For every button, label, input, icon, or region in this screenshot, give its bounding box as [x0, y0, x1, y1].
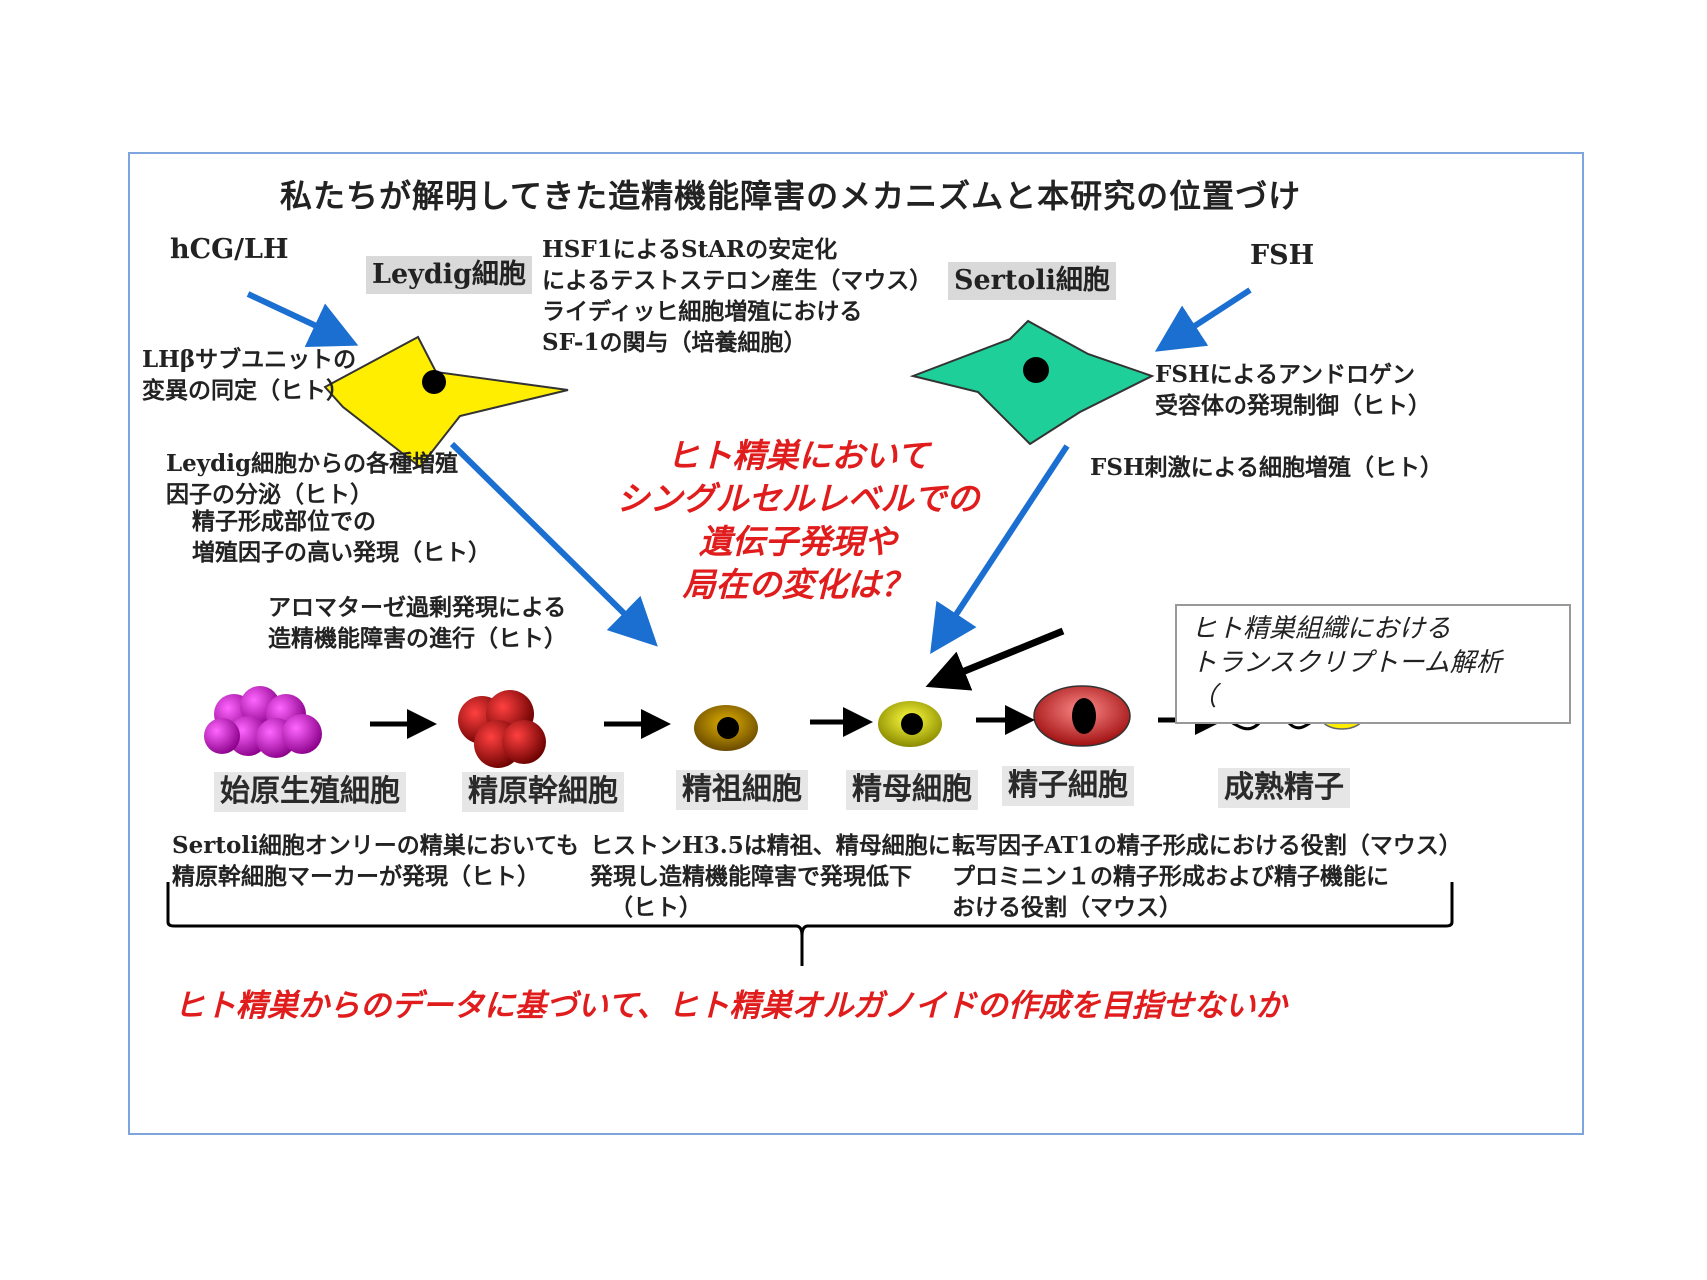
spermatocyte-icon	[878, 701, 942, 747]
leydig-to-germline-arrow	[449, 441, 658, 647]
leydig-cell-icon	[323, 335, 569, 469]
sertoli-cell-label: Sertoli細胞	[948, 262, 1116, 300]
stage-label-ssc: 精原幹細胞	[462, 772, 624, 812]
page-title: 私たちが解明してきた造精機能障害のメカニズムと本研究の位置づけ	[280, 177, 1302, 215]
hcg-lh-label: hCG/LH	[170, 234, 289, 265]
research-question: ヒト精巣においてシングルセルレベルでの 遺伝子発現や局在の変化は？	[616, 436, 980, 604]
leydig-cell-label: Leydig細胞	[366, 256, 532, 294]
stage-label-spermatogonium: 精祖細胞	[676, 770, 808, 810]
stage-label-spermatid: 精子細胞	[1002, 766, 1134, 806]
diagram-panel: 私たちが解明してきた造精機能障害のメカニズムと本研究の位置づけ hCG/LH F…	[128, 152, 1584, 1135]
growth-factor-note: 精子形成部位での増殖因子の高い発現（ヒト）	[192, 508, 491, 566]
transcriptome-arrow	[925, 627, 1065, 691]
leydig-factors-note: Leydig細胞からの各種増殖因子の分泌（ヒト）	[166, 450, 459, 508]
primordial-germ-cell-icon	[204, 686, 322, 758]
histone-note: ヒストンH3.5は精祖、精母細胞に発現し造精機能障害で発現低下 （ヒト）	[590, 832, 951, 921]
spermatogonium-icon	[694, 705, 758, 751]
fsh-label: FSH	[1250, 240, 1315, 271]
fsh-arrow	[1154, 287, 1252, 352]
spermatid-icon	[1033, 685, 1131, 747]
diagram-graphics	[166, 287, 1454, 966]
hcg-arrow	[246, 291, 359, 348]
hsf1-note: HSF1によるStARの安定化によるテストステロン産生（マウス） ライディッヒ細…	[542, 236, 933, 356]
stage-label-spermatocyte: 精母細胞	[846, 770, 978, 810]
transcriptome-box: ヒト精巣組織における トランスクリプトーム解析 （	[1175, 604, 1571, 724]
stage-label-mature-sperm: 成熟精子	[1218, 768, 1350, 808]
conclusion: ヒト精巣からのデータに基づいて、ヒト精巣オルガノイドの作成を目指せないか	[174, 988, 1287, 1024]
fsh-proliferation-note: FSH刺激による細胞増殖（ヒト）	[1090, 454, 1443, 481]
sertoli-only-note: Sertoli細胞オンリーの精巣においても精原幹細胞マーカーが発現（ヒト）	[172, 832, 579, 890]
stage-arrows	[370, 705, 1225, 739]
at1-prominin-note: 転写因子AT1の精子形成における役割（マウス）プロミニン１の精子形成および精子機…	[952, 832, 1462, 921]
fsh-ar-note: FSHによるアンドロゲン受容体の発現制御（ヒト）	[1155, 361, 1431, 419]
aromatase-note: アロマターゼ過剰発現による造精機能障害の進行（ヒト）	[268, 594, 567, 652]
spermatogonial-stem-cell-icon	[458, 690, 546, 768]
lhb-note: LHβサブユニットの変異の同定（ヒト）	[142, 346, 357, 404]
sertoli-cell-icon	[909, 319, 1155, 446]
stage-label-primordial: 始原生殖細胞	[214, 772, 406, 812]
sertoli-to-germline-arrow	[930, 444, 1070, 655]
bracket	[166, 882, 1454, 966]
